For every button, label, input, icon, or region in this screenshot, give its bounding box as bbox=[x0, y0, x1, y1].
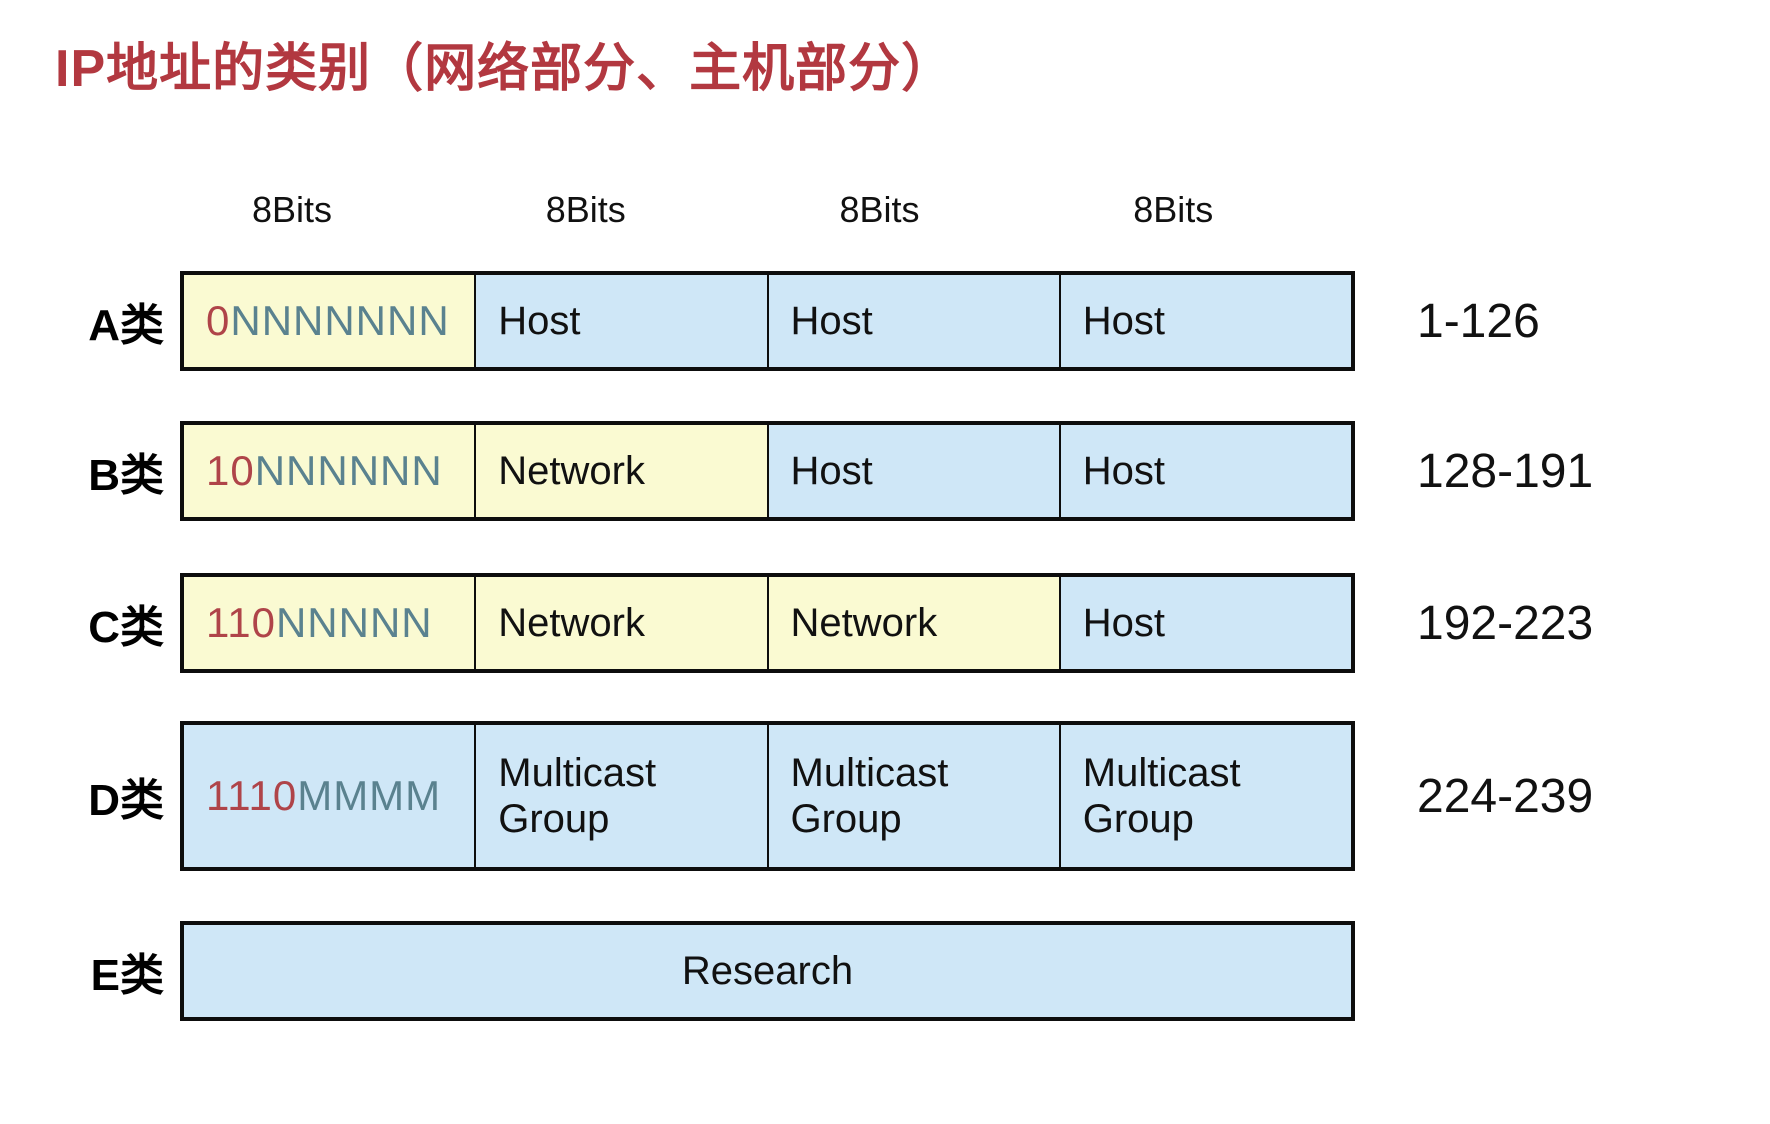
class-d-field-cell-2: Multicast Group bbox=[474, 725, 767, 867]
class-c-field-cell-4: Host bbox=[1058, 577, 1351, 669]
bit-prefix: 1110 bbox=[206, 771, 298, 819]
bit-prefix: 110 bbox=[206, 598, 276, 646]
column-headers: 8Bits 8Bits 8Bits 8Bits bbox=[226, 189, 1401, 231]
slide-title: IP地址的类别（网络部分、主机部分） bbox=[55, 40, 955, 98]
column-header-4: 8Bits bbox=[1133, 189, 1214, 230]
class-b-field-cell-3: Host bbox=[766, 425, 1059, 517]
class-a-range-label: 1-126 bbox=[1417, 294, 1540, 348]
bit-letters: NNNNNN bbox=[254, 446, 443, 494]
class-d-label: D类 bbox=[88, 776, 164, 825]
bit-letters: MMMM bbox=[297, 771, 442, 819]
column-header-2: 8Bits bbox=[545, 189, 626, 230]
class-a-field-cell-4: Host bbox=[1058, 275, 1351, 367]
bit-prefix: 0 bbox=[206, 296, 231, 344]
bit-letters: NNNNN bbox=[275, 598, 433, 646]
class-d-field-cell-3: Multicast Group bbox=[766, 725, 1059, 867]
column-header-3: 8Bits bbox=[839, 189, 920, 230]
class-c-field-cell-3: Network bbox=[766, 577, 1059, 669]
class-d-field-cell-4: Multicast Group bbox=[1058, 725, 1351, 867]
class-b-range-label: 128-191 bbox=[1417, 444, 1594, 498]
class-e-research-cell: Research bbox=[184, 925, 1351, 1017]
class-b-field-cell-2: Network bbox=[474, 425, 767, 517]
class-a-field-cell-2: Host bbox=[474, 275, 767, 367]
class-c-label: C类 bbox=[88, 603, 164, 652]
bit-prefix: 10 bbox=[206, 446, 255, 494]
class-e-label: E类 bbox=[90, 951, 164, 1000]
class-c-range-label: 192-223 bbox=[1417, 596, 1594, 650]
class-d-range-label: 224-239 bbox=[1417, 769, 1594, 823]
class-a-label: A类 bbox=[88, 301, 164, 350]
bit-letters: NNNNNNN bbox=[230, 296, 450, 344]
class-e-row: E类 Research bbox=[0, 921, 1770, 1021]
class-b-label: B类 bbox=[88, 451, 164, 500]
class-a-field-cell-3: Host bbox=[766, 275, 1059, 367]
class-e-structure-box: Research bbox=[180, 921, 1355, 1021]
class-c-field-cell-2: Network bbox=[474, 577, 767, 669]
column-header-1: 8Bits bbox=[252, 189, 333, 230]
class-b-field-cell-4: Host bbox=[1058, 425, 1351, 517]
